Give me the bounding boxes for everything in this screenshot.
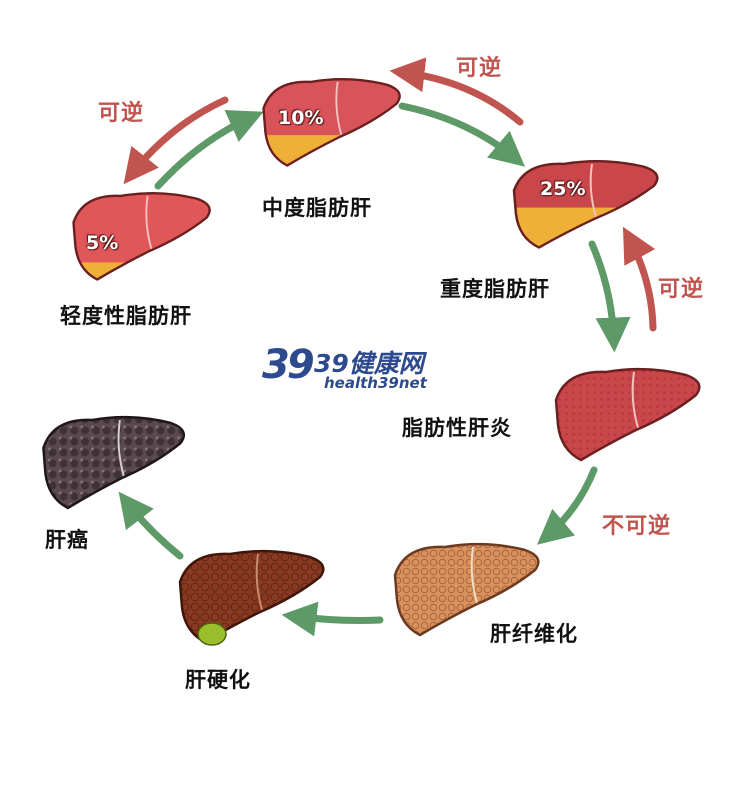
logo-url-text: health39net xyxy=(324,374,427,392)
progress-arrow-mild-to-moderate xyxy=(154,109,264,190)
percent-moderate: 10% xyxy=(278,107,324,129)
label-moderate-fatty-liver: 中度脂肪肝 xyxy=(262,196,372,220)
label-liver-cirrhosis: 肝硬化 xyxy=(185,668,251,692)
logo-number: 39 xyxy=(262,342,315,388)
label-fatty-hepatitis: 脂肪性肝炎 xyxy=(402,416,512,440)
gallbladder-icon xyxy=(197,622,227,646)
liver-severe xyxy=(512,159,659,249)
progress-arrow-hepatitis-to-fibrosis xyxy=(536,466,598,545)
reversible-label-moderate-severe: 可逆 xyxy=(456,56,503,81)
reversible-label-severe-hepatitis: 可逆 xyxy=(658,277,705,302)
reversible-label-mild-moderate: 可逆 xyxy=(98,101,145,126)
liver-hepatitis xyxy=(554,367,701,462)
label-severe-fatty-liver: 重度脂肪肝 xyxy=(440,277,550,301)
progress-arrow-cirrhosis-to-cancer xyxy=(118,491,184,560)
progress-arrow-severe-to-hepatitis xyxy=(588,240,631,353)
liver-moderate xyxy=(262,77,401,167)
percent-mild: 5% xyxy=(86,232,119,254)
label-mild-fatty-liver: 轻度性脂肪肝 xyxy=(60,304,192,328)
logo-brand-text: 39健康网 xyxy=(314,349,424,378)
progress-arrow-fibrosis-to-cirrhosis xyxy=(281,601,384,637)
irreversible-label-hepatitis-fibrosis: 不可逆 xyxy=(602,514,672,539)
reverse-arrow-severe-to-moderate xyxy=(389,57,524,126)
liver-cirrhosis xyxy=(178,549,325,646)
liver-cancer xyxy=(42,415,186,510)
liver-fibrosis xyxy=(393,542,540,637)
percent-severe: 25% xyxy=(540,178,586,200)
label-liver-cancer: 肝癌 xyxy=(45,528,89,552)
label-liver-fibrosis: 肝纤维化 xyxy=(490,622,578,646)
site-logo: 39 39健康网 health39net xyxy=(262,338,462,400)
reverse-arrow-moderate-to-mild xyxy=(123,96,229,185)
reverse-arrow-hepatitis-to-severe xyxy=(622,226,657,332)
progress-arrow-moderate-to-severe xyxy=(398,102,525,167)
